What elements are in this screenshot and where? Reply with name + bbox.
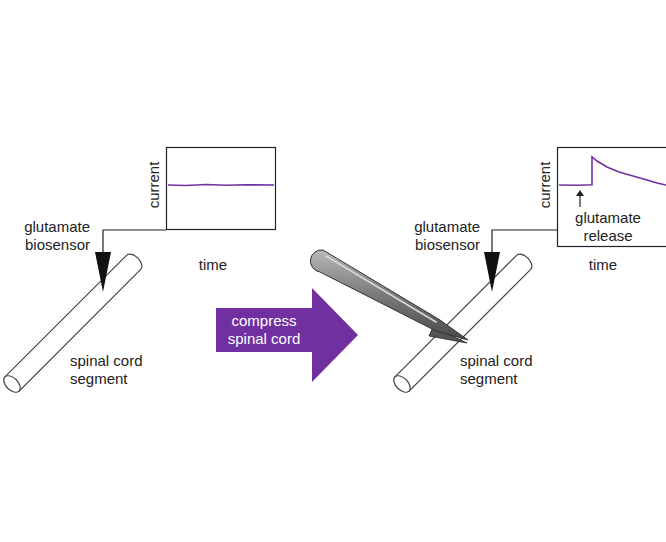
- sensor-label: glutamate biosensor: [398, 218, 480, 254]
- part-label: spinal cord segment: [70, 352, 160, 388]
- current-plot: currentglutamate releasetime: [557, 147, 666, 247]
- sensor-wire: [103, 230, 166, 252]
- part-label: spinal cord segment: [460, 352, 550, 388]
- arrow-shape: [216, 288, 358, 382]
- plot-frame: [558, 148, 666, 247]
- plot-frame: [166, 147, 276, 230]
- axis-label: current: [145, 162, 163, 209]
- sensor-label: glutamate biosensor: [8, 218, 90, 254]
- biosensor-probe: [484, 252, 500, 292]
- pointer-arrow: [576, 190, 584, 196]
- annotation-label: glutamate release: [565, 209, 651, 245]
- axis-label: time: [199, 256, 227, 274]
- current-trace: [168, 185, 274, 186]
- sensor-wire: [492, 230, 557, 252]
- current-trace: [559, 157, 666, 185]
- biosensor-probe: [95, 252, 111, 292]
- axis-label: current: [536, 162, 554, 209]
- process-arrow: compress spinal cord: [216, 288, 358, 382]
- plot-frame: [167, 148, 276, 230]
- axis-label: time: [589, 256, 617, 274]
- arrow-label: compress spinal cord: [216, 308, 312, 352]
- current-plot: currenttime: [166, 147, 276, 230]
